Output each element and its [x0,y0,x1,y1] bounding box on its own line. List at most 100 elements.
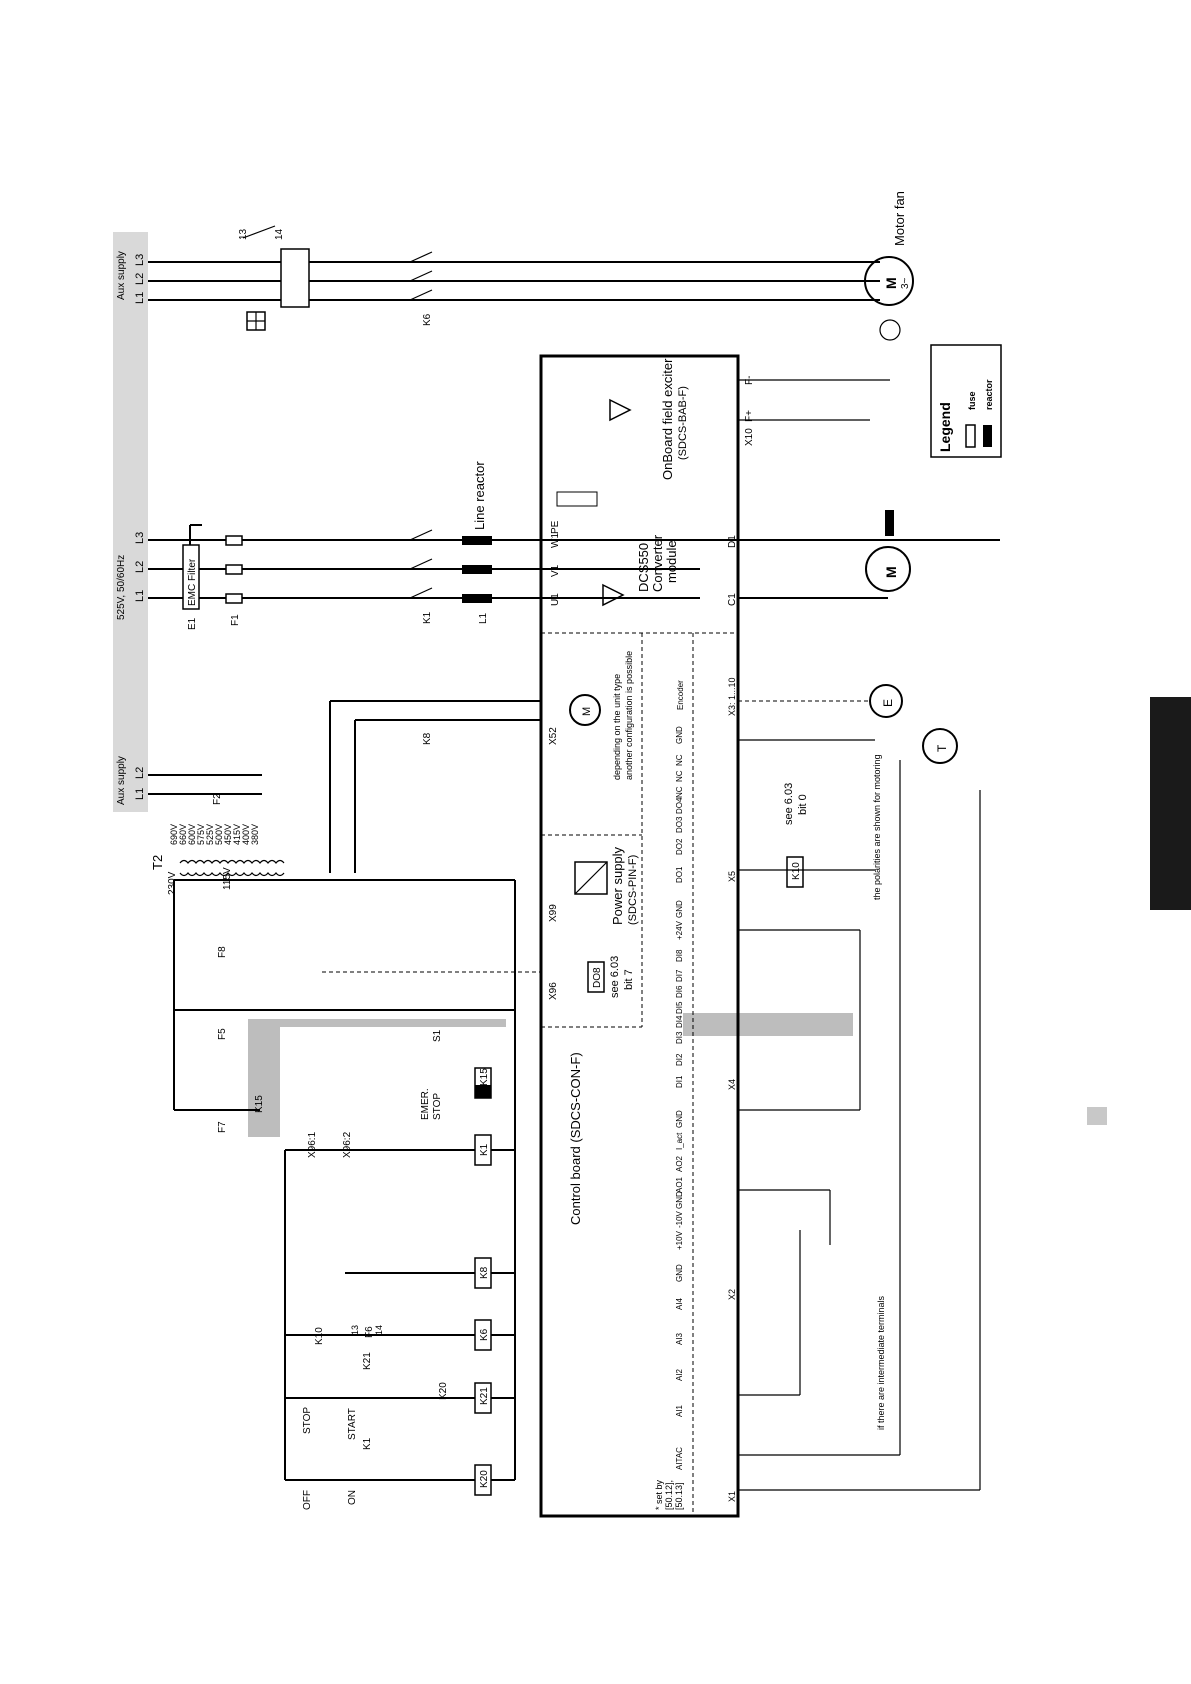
converter-fuses [556,491,598,507]
main-l1: L1 [134,590,146,602]
svg-text:DI5: DI5 [675,1001,684,1014]
see603-bit7-1: see 6.03 [609,956,621,998]
svg-text:AO2: AO2 [675,1155,684,1172]
converter-thyristor-icon [602,583,625,607]
svg-text:GND: GND [675,1264,684,1282]
motor-fan-circle [864,256,914,306]
main-l2: L2 [134,561,146,573]
phase-l1: L1 [134,292,146,304]
fan-note-1: depending on the unit type [612,674,622,780]
phase-l2: L2 [134,273,146,285]
svg-text:DI4: DI4 [675,1015,684,1028]
dc-motor-m: M [883,566,899,578]
converter-outline [539,354,740,1518]
legend-reactor-label: reactor [984,379,994,410]
aux-supply-band-top [113,232,148,812]
di-terminal-labels: DI1 DI2 DI3 DI4 DI5 DI6 DI7 DI8 +24V GND [675,900,684,1088]
encoder-e: E [881,699,895,707]
motor-fan-m: M [883,277,899,289]
emer-label: EMER. [420,1088,431,1120]
k1-coil [474,1134,492,1166]
section-tab [1150,697,1191,910]
svg-text:DI2: DI2 [675,1053,684,1066]
k1-main-label: K1 [422,611,433,624]
svg-text:500V: 500V [214,824,224,845]
converter-fan-circle [569,694,601,726]
polarity-note: the polarities are shown for motoring [872,754,882,900]
main-l3: L3 [134,532,146,544]
f6-13: 13 [350,1325,360,1335]
start-pb-label: START [347,1408,358,1440]
k10-coil-label: K10 [791,862,802,880]
svg-text:I_act: I_act [675,1132,684,1150]
exciter-thyristor-icon [609,398,632,422]
see603-bit0-1: see 6.03 [783,783,795,825]
legend-reactor-icon [983,425,992,447]
x96-1-label: X96:1 [307,1131,318,1158]
svg-text:AO1: AO1 [675,1176,684,1193]
power-supply-icon-diag [574,861,608,895]
svg-text:575V: 575V [196,824,206,845]
aux-mid-l2: L2 [134,767,146,779]
svg-text:AI2: AI2 [675,1368,684,1381]
t2-primary-coil [179,859,285,864]
svg-text:400V: 400V [241,824,251,845]
f6-label: F6 [364,1326,375,1338]
term-pe: PE [550,520,561,534]
line-reactor-label: Line reactor [472,461,487,530]
converter-1: DCS550 [636,543,651,592]
encoder-label: Encoder [676,680,685,710]
off-label: OFF [302,1490,313,1510]
legend-title: Legend [937,402,953,452]
line-reactor [462,536,492,603]
k21-coil-label: K21 [479,1387,490,1405]
svg-text:DI1: DI1 [675,1075,684,1088]
svg-text:AI3: AI3 [675,1332,684,1345]
set-by-1: * set by [654,1479,664,1510]
di4-highlight [683,1013,853,1036]
do8-box [587,961,605,993]
svg-text:DO3: DO3 [675,816,684,833]
svg-text:GND: GND [675,1110,684,1128]
phase-l3: L3 [134,254,146,266]
svg-text:-10V: -10V [675,1210,684,1228]
t2-secondary-coil [179,872,285,877]
main-supply-bus [148,539,1000,599]
fan-note-2: another configuration is possible [624,651,634,780]
f6-14: 14 [374,1325,384,1335]
k6-contactor [409,251,433,301]
legend-fuse-label: fuse [967,391,977,410]
x3-label: X3: 1...10 [727,677,737,716]
x99-label: X99 [548,904,559,922]
k15-highlight-v [248,1019,280,1137]
f1-label: F1 [230,614,241,626]
svg-text:DI8: DI8 [675,949,684,962]
term-d1: D1 [727,535,738,548]
switch-13: 13 [238,228,249,240]
svg-text:NC: NC [675,786,684,798]
svg-text:525V: 525V [205,824,215,845]
k15-contact-label: K15 [254,1095,265,1113]
l1-reactor-label: L1 [478,612,489,624]
tacho-t: T [935,744,949,752]
k10-coil-box [786,856,804,888]
svg-text:DI7: DI7 [675,969,684,982]
x4-label: X4 [727,1079,737,1090]
k10-contact-label: K10 [314,1327,325,1345]
x10-label: X10 [744,428,755,446]
aux-supply-bus-top [148,261,880,301]
svg-text:NC: NC [675,754,684,766]
svg-text:GND: GND [675,900,684,918]
t2-taps: 690V 660V 600V 575V 525V 500V 450V 415V … [169,824,260,845]
do8-label: DO8 [592,967,603,988]
do-terminal-labels: DO1 DO2 DO3 DO4 NC NC NC GND [675,726,684,883]
page-marker [1087,1107,1107,1125]
f1-fuses [225,535,243,604]
aux-mid-l1: L1 [134,788,146,800]
f8-label: F8 [217,946,228,958]
intermediate-note: if there are intermediate terminals [876,1295,886,1430]
svg-text:660V: 660V [178,824,188,845]
k1-coil-label: K1 [479,1143,490,1156]
k1-main-contactor [409,529,433,599]
term-u1: U1 [550,593,561,606]
